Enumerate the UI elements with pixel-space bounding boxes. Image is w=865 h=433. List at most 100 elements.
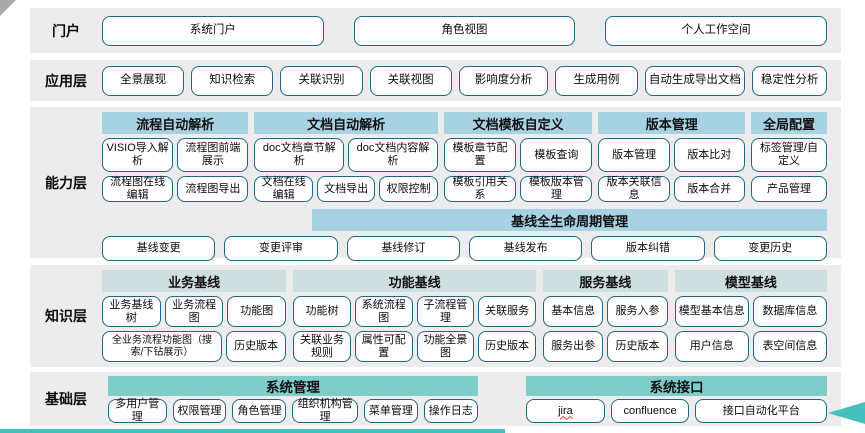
knowledge-button[interactable]: 全业务流程功能图（搜索/下钻展示） [102, 331, 223, 362]
capability-button[interactable]: 版本合并 [673, 176, 745, 202]
app-button[interactable]: 影响度分析 [458, 65, 549, 96]
group-system-interface: 系统接口 jira confluence 接口自动化平台 [526, 376, 828, 426]
group-global-config: 全局配置 标签管理/自定义 产品管理 [750, 112, 827, 202]
group-header: 系统管理 [108, 376, 478, 396]
foundation-button[interactable]: 组织机构管理 [292, 398, 358, 423]
layer-label: 能力层 [45, 174, 87, 191]
baseline-button[interactable]: 基线发布 [468, 236, 583, 261]
foundation-button-jira[interactable]: jira [526, 399, 605, 423]
baseline-button[interactable]: 基线修订 [346, 236, 460, 261]
capability-button[interactable]: 产品管理 [750, 176, 827, 202]
baseline-buttons-row: 基线变更 变更评审 基线修订 基线发布 版本纠错 变更历史 [102, 236, 827, 261]
group-version-management: 版本管理 版本管理 版本比对 版本关联信息 版本合并 [598, 112, 745, 202]
group-doc-auto-parse: 文档自动解析 doc文档章节解析 doc文档内容解析 文档在线编辑 文档导出 权… [254, 112, 438, 202]
group-header: 功能基线 [293, 270, 537, 292]
knowledge-button[interactable]: 功能树 [293, 296, 351, 327]
portal-button-system[interactable]: 系统门户 [102, 15, 324, 46]
layer-content: 系统管理 多用户管理 权限管理 角色管理 组织机构管理 菜单管理 操作日志 系统… [102, 372, 841, 426]
foundation-button[interactable]: 菜单管理 [363, 399, 418, 423]
capability-button[interactable]: 模板版本管理 [520, 176, 593, 202]
layer-knowledge: 知识层 业务基线 业务基线树 业务流程图 功能图 全业务流程功能图（搜索/下钻展… [30, 265, 841, 367]
app-button[interactable]: 全景展现 [102, 65, 185, 96]
foundation-button[interactable]: 权限管理 [172, 399, 227, 423]
capability-button[interactable]: 版本管理 [598, 138, 670, 172]
baseline-button[interactable]: 变更历史 [713, 236, 827, 261]
knowledge-button[interactable]: 业务基线树 [102, 296, 161, 327]
left-arrow-decoration [828, 402, 865, 424]
group-function-baseline: 功能基线 功能树 系统流程图 子流程管理 关联服务 关联业务规则 属性可配置 功… [293, 270, 537, 362]
capability-button[interactable]: 流程图前端展示 [177, 138, 249, 172]
bottom-accent-bar [0, 429, 505, 433]
knowledge-button[interactable]: 用户信息 [674, 331, 749, 362]
portal-button-role-view[interactable]: 角色视图 [353, 15, 576, 46]
knowledge-button[interactable]: 功能图 [227, 296, 287, 327]
capability-button[interactable]: doc文档内容解析 [348, 138, 438, 172]
group-header: 全局配置 [750, 112, 827, 134]
capability-button[interactable]: 模板查询 [520, 138, 593, 172]
foundation-button-confluence[interactable]: confluence [610, 399, 690, 423]
knowledge-button[interactable]: 子流程管理 [416, 296, 475, 327]
knowledge-button[interactable]: 服务出参 [543, 331, 604, 362]
baseline-button[interactable]: 变更评审 [224, 236, 338, 261]
knowledge-button[interactable]: 系统流程图 [354, 296, 413, 327]
knowledge-button[interactable]: 关联业务规则 [293, 331, 351, 362]
layer-capability: 能力层 流程自动解析 VISIO导入解析 流程图前端展示 流程图在线编辑 流程图… [30, 107, 841, 261]
app-button[interactable]: 关联视图 [369, 65, 452, 96]
knowledge-button[interactable]: 表空间信息 [752, 331, 828, 362]
capability-button[interactable]: 版本关联信息 [598, 176, 670, 202]
capability-button[interactable]: VISIO导入解析 [102, 138, 174, 172]
layer-content: 系统门户 角色视图 个人工作空间 [102, 8, 841, 53]
knowledge-button[interactable]: 功能全景图 [416, 331, 475, 362]
layer-foundation: 基础层 系统管理 多用户管理 权限管理 角色管理 组织机构管理 菜单管理 操作日… [30, 372, 841, 426]
capability-groups: 流程自动解析 VISIO导入解析 流程图前端展示 流程图在线编辑 流程图导出 文… [102, 112, 827, 202]
group-service-baseline: 服务基线 基本信息 服务入参 服务出参 历史版本 [543, 270, 668, 362]
app-button[interactable]: 关联识别 [280, 65, 363, 96]
portal-button-workspace[interactable]: 个人工作空间 [605, 15, 828, 46]
baseline-button[interactable]: 基线变更 [102, 236, 216, 261]
knowledge-button[interactable]: 业务流程图 [164, 296, 224, 327]
capability-button[interactable]: 版本比对 [673, 138, 745, 172]
group-doc-template-custom: 文档模板自定义 模板章节配置 模板查询 模板引用关系 模板版本管理 [443, 112, 593, 202]
knowledge-button[interactable]: 基本信息 [543, 296, 604, 327]
knowledge-button[interactable]: 服务入参 [607, 296, 668, 327]
group-business-baseline: 业务基线 业务基线树 业务流程图 功能图 全业务流程功能图（搜索/下钻展示） 历… [102, 270, 287, 362]
layer-label: 知识层 [45, 308, 87, 324]
capability-button[interactable]: 模板引用关系 [443, 176, 517, 202]
foundation-button[interactable]: 多用户管理 [108, 398, 167, 423]
app-button[interactable]: 自动生成导出文档 [644, 65, 746, 96]
knowledge-button[interactable]: 历史版本 [226, 331, 287, 362]
capability-button[interactable]: 权限控制 [379, 176, 438, 202]
layer-portal: 门户 系统门户 角色视图 个人工作空间 [30, 8, 841, 53]
capability-button[interactable]: 标签管理/自定义 [750, 138, 827, 172]
layer-label: 应用层 [45, 72, 87, 89]
foundation-button[interactable]: 操作日志 [423, 399, 478, 423]
app-button[interactable]: 生成用例 [555, 65, 638, 96]
app-button[interactable]: 知识检索 [191, 65, 274, 96]
layer-label: 基础层 [45, 391, 87, 407]
capability-button[interactable]: 文档导出 [316, 176, 376, 202]
corner-fold-decoration [0, 0, 16, 16]
group-header: 文档模板自定义 [443, 112, 593, 134]
knowledge-button[interactable]: 模型基本信息 [674, 296, 749, 327]
foundation-button-interface-platform[interactable]: 接口自动化平台 [695, 399, 828, 423]
knowledge-button[interactable]: 属性可配置 [354, 331, 413, 362]
knowledge-button[interactable]: 数据库信息 [752, 296, 828, 327]
capability-button[interactable]: 模板章节配置 [443, 138, 517, 172]
group-header: 系统接口 [526, 376, 827, 396]
knowledge-button[interactable]: 历史版本 [478, 331, 537, 362]
group-header: 版本管理 [598, 112, 745, 134]
app-button[interactable]: 稳定性分析 [752, 65, 828, 96]
layer-content: 全景展现 知识检索 关联识别 关联视图 影响度分析 生成用例 自动生成导出文档 … [102, 60, 841, 101]
capability-button[interactable]: 流程图在线编辑 [102, 176, 174, 202]
capability-button[interactable]: doc文档章节解析 [254, 138, 345, 172]
baseline-button[interactable]: 版本纠错 [591, 236, 705, 261]
layer-label: 门户 [52, 22, 80, 39]
group-header: 服务基线 [543, 270, 668, 292]
knowledge-button[interactable]: 关联服务 [478, 296, 537, 327]
capability-button[interactable]: 文档在线编辑 [254, 176, 313, 202]
layer-content: 流程自动解析 VISIO导入解析 流程图前端展示 流程图在线编辑 流程图导出 文… [102, 107, 841, 261]
capability-button[interactable]: 流程图导出 [177, 176, 249, 202]
foundation-button[interactable]: 角色管理 [232, 399, 287, 423]
knowledge-button[interactable]: 历史版本 [607, 331, 668, 362]
